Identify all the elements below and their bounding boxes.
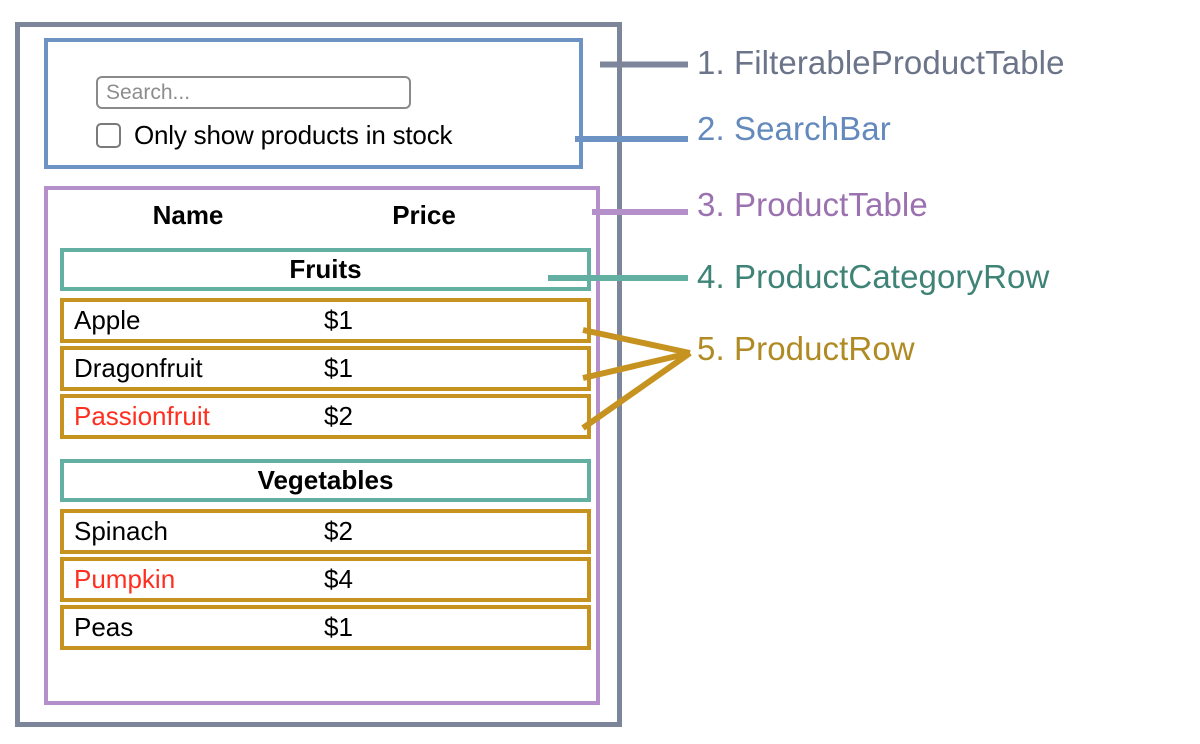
search-input[interactable]	[96, 76, 411, 109]
product-price: $1	[324, 305, 353, 335]
legend-item-filterable-product-table: 1. FilterableProductTable	[697, 44, 1065, 81]
category-label: Fruits	[289, 254, 362, 284]
legend-item-product-category-row: 4. ProductCategoryRow	[697, 258, 1050, 295]
product-rows-area: Fruits Apple $1 Dragonfruit $1 Passionfr…	[60, 248, 594, 653]
product-name: Apple	[74, 305, 141, 335]
column-header-name: Name	[152, 200, 224, 230]
product-category-row: Fruits	[60, 248, 591, 291]
product-price: $2	[324, 401, 353, 431]
product-name: Passionfruit	[74, 401, 210, 431]
product-table-header: Name Price	[52, 200, 552, 231]
product-name: Dragonfruit	[74, 353, 203, 383]
product-row[interactable]: Dragonfruit $1	[60, 346, 591, 391]
stock-filter-row[interactable]: Only show products in stock	[96, 120, 452, 151]
only-in-stock-label: Only show products in stock	[134, 120, 453, 150]
category-label: Vegetables	[257, 465, 394, 495]
product-row[interactable]: Passionfruit $2	[60, 394, 591, 439]
product-row[interactable]: Apple $1	[60, 298, 591, 343]
product-row[interactable]: Peas $1	[60, 605, 591, 650]
product-category-row: Vegetables	[60, 459, 591, 502]
product-row[interactable]: Spinach $2	[60, 509, 591, 554]
product-name: Peas	[74, 612, 134, 642]
legend-item-product-table: 3. ProductTable	[697, 186, 928, 223]
product-name: Spinach	[74, 516, 168, 546]
search-bar-boundary: Only show products in stock	[44, 38, 583, 169]
product-price: $2	[324, 516, 353, 546]
only-in-stock-checkbox[interactable]	[96, 123, 121, 148]
product-table-boundary: Name Price Fruits Apple $1 Dragonfruit $…	[44, 186, 600, 705]
product-price: $4	[324, 564, 353, 594]
product-row[interactable]: Pumpkin $4	[60, 557, 591, 602]
product-name: Pumpkin	[74, 564, 176, 594]
legend-item-search-bar: 2. SearchBar	[697, 110, 891, 147]
product-price: $1	[324, 353, 353, 383]
legend-item-product-row: 5. ProductRow	[697, 330, 915, 367]
column-header-price: Price	[392, 200, 456, 230]
group-separator	[60, 442, 594, 459]
product-price: $1	[324, 612, 353, 642]
